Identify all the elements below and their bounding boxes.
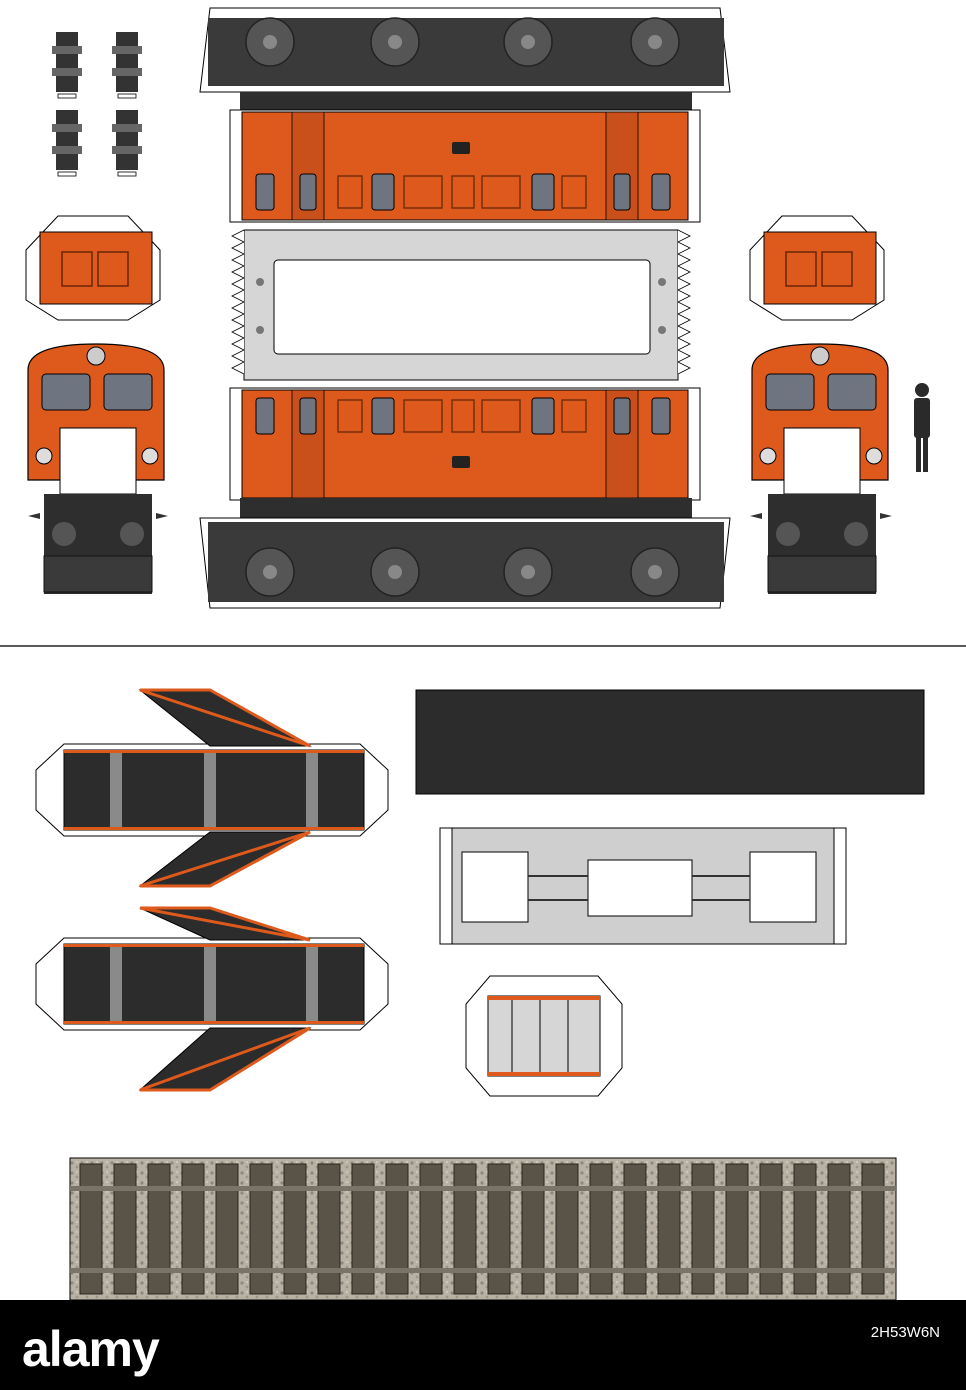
wheel-pieces — [52, 32, 142, 177]
cab-end-left — [27, 343, 168, 594]
scale-figure — [914, 383, 930, 472]
underframe-piece — [439, 827, 847, 945]
stock-id: 2H53W6N — [870, 1324, 940, 1341]
cab-roof-piece-right — [749, 215, 885, 321]
small-box-piece — [465, 975, 623, 1097]
track-piece — [69, 1157, 897, 1301]
watermark-bar: alamy 2H53W6N — [0, 1300, 966, 1390]
locomotive-body-net — [199, 7, 731, 609]
black-roof-strip — [415, 689, 925, 795]
cab-end-right — [750, 343, 892, 594]
frame-piece-upper — [35, 688, 389, 888]
frame-piece-lower — [35, 906, 389, 1092]
watermark-logo: alamy — [22, 1321, 160, 1377]
cab-roof-piece-left — [25, 215, 161, 321]
